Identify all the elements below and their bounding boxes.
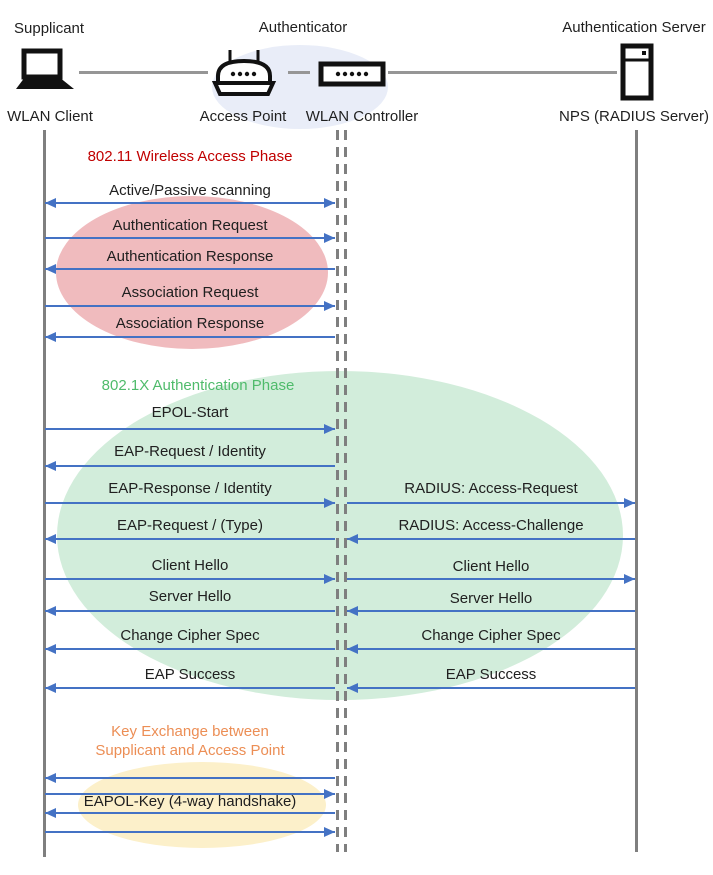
message-arrow [45, 465, 335, 467]
message-arrow [45, 237, 335, 239]
key-exchange-ellipse [78, 762, 326, 848]
message-label: Change Cipher Spec [421, 627, 561, 644]
message-label: RADIUS: Access-Challenge [398, 517, 584, 534]
client-to-ap-connector [79, 71, 208, 74]
message-arrow [347, 538, 635, 540]
arrowhead-left-icon [347, 683, 358, 693]
controller-to-server-connector [388, 71, 617, 74]
arrowhead-left-icon [45, 198, 56, 208]
message-arrow [347, 578, 635, 580]
wlan-controller-icon [318, 61, 386, 87]
message-label: EAP Success [144, 666, 236, 683]
server-icon [620, 43, 654, 101]
message-label: RADIUS: Access-Request [404, 480, 578, 497]
message-arrow [45, 648, 335, 650]
message-label: Association Request [121, 284, 259, 301]
laptop-icon [16, 48, 74, 89]
message-label: Active/Passive scanning [109, 182, 271, 199]
access-point-icon [211, 50, 277, 96]
phase-title-8021x: 802.1X Authentication Phase [101, 377, 295, 394]
message-label: Change Cipher Spec [120, 627, 260, 644]
actor-wlan-client: WLAN Client [7, 108, 93, 125]
wlan-controller-lifeline-left [336, 130, 339, 852]
message-arrow [347, 502, 635, 504]
message-arrow [45, 578, 335, 580]
message-arrow [45, 336, 335, 338]
message-arrow [45, 610, 335, 612]
role-authentication-server: Authentication Server [562, 19, 706, 36]
message-arrow [347, 687, 635, 689]
arrowhead-right-icon [324, 574, 335, 584]
message-arrow [45, 202, 335, 204]
message-label: EAP Success [445, 666, 537, 683]
message-arrow [347, 648, 635, 650]
arrowhead-left-icon [45, 773, 56, 783]
role-authenticator: Authenticator [258, 19, 348, 36]
arrowhead-left-icon [45, 461, 56, 471]
arrowhead-right-icon [324, 233, 335, 243]
message-arrow [45, 502, 335, 504]
arrowhead-left-icon [45, 606, 56, 616]
message-arrow [45, 687, 335, 689]
role-supplicant: Supplicant [14, 20, 85, 37]
message-arrow [45, 428, 335, 430]
arrowhead-right-icon [324, 827, 335, 837]
arrowhead-right-icon [324, 198, 335, 208]
wlan-controller-lifeline-right [344, 130, 347, 852]
message-label: Association Response [115, 315, 265, 332]
actor-wlan-controller: WLAN Controller [305, 108, 419, 125]
arrowhead-left-icon [45, 808, 56, 818]
message-label: Authentication Response [106, 248, 274, 265]
actor-nps-radius-server: NPS (RADIUS Server) [558, 108, 710, 125]
arrowhead-right-icon [624, 498, 635, 508]
message-arrow [45, 305, 335, 307]
arrowhead-left-icon [45, 332, 56, 342]
message-arrow [347, 610, 635, 612]
arrowhead-left-icon [45, 264, 56, 274]
arrowhead-left-icon [347, 534, 358, 544]
message-label: Client Hello [151, 557, 229, 574]
arrowhead-right-icon [324, 498, 335, 508]
wireless-phase-ellipse [56, 196, 328, 349]
message-label: Client Hello [452, 558, 530, 575]
message-arrow [45, 793, 335, 795]
arrowhead-right-icon [624, 574, 635, 584]
ap-to-controller-connector [288, 71, 310, 74]
message-arrow [45, 268, 335, 270]
radius-server-lifeline [635, 130, 638, 852]
auth-phase-ellipse [57, 371, 623, 700]
wlan-client-lifeline [43, 130, 46, 857]
arrowhead-right-icon [324, 789, 335, 799]
message-arrow [45, 777, 335, 779]
message-label: Server Hello [148, 588, 232, 605]
message-label: EAP-Response / Identity [108, 480, 272, 497]
arrowhead-right-icon [324, 424, 335, 434]
message-arrow [45, 538, 335, 540]
phase-title-80211: 802.11 Wireless Access Phase [87, 148, 293, 165]
message-label: EAPOL-Key (4-way handshake) [83, 793, 297, 810]
message-arrow [45, 812, 335, 814]
arrowhead-left-icon [45, 534, 56, 544]
actor-access-point: Access Point [199, 108, 287, 125]
message-label: Authentication Request [112, 217, 268, 234]
arrowhead-left-icon [347, 606, 358, 616]
message-label: EAP-Request / (Type) [117, 517, 263, 534]
message-label: EPOL-Start [151, 404, 229, 421]
arrowhead-left-icon [45, 683, 56, 693]
arrowhead-right-icon [324, 301, 335, 311]
arrowhead-left-icon [347, 644, 358, 654]
arrowhead-left-icon [45, 644, 56, 654]
message-label: Server Hello [449, 590, 533, 607]
message-arrow [45, 831, 335, 833]
message-label: EAP-Request / Identity [114, 443, 266, 460]
phase-title-key-exchange: Key Exchange between Supplicant and Acce… [95, 723, 285, 759]
